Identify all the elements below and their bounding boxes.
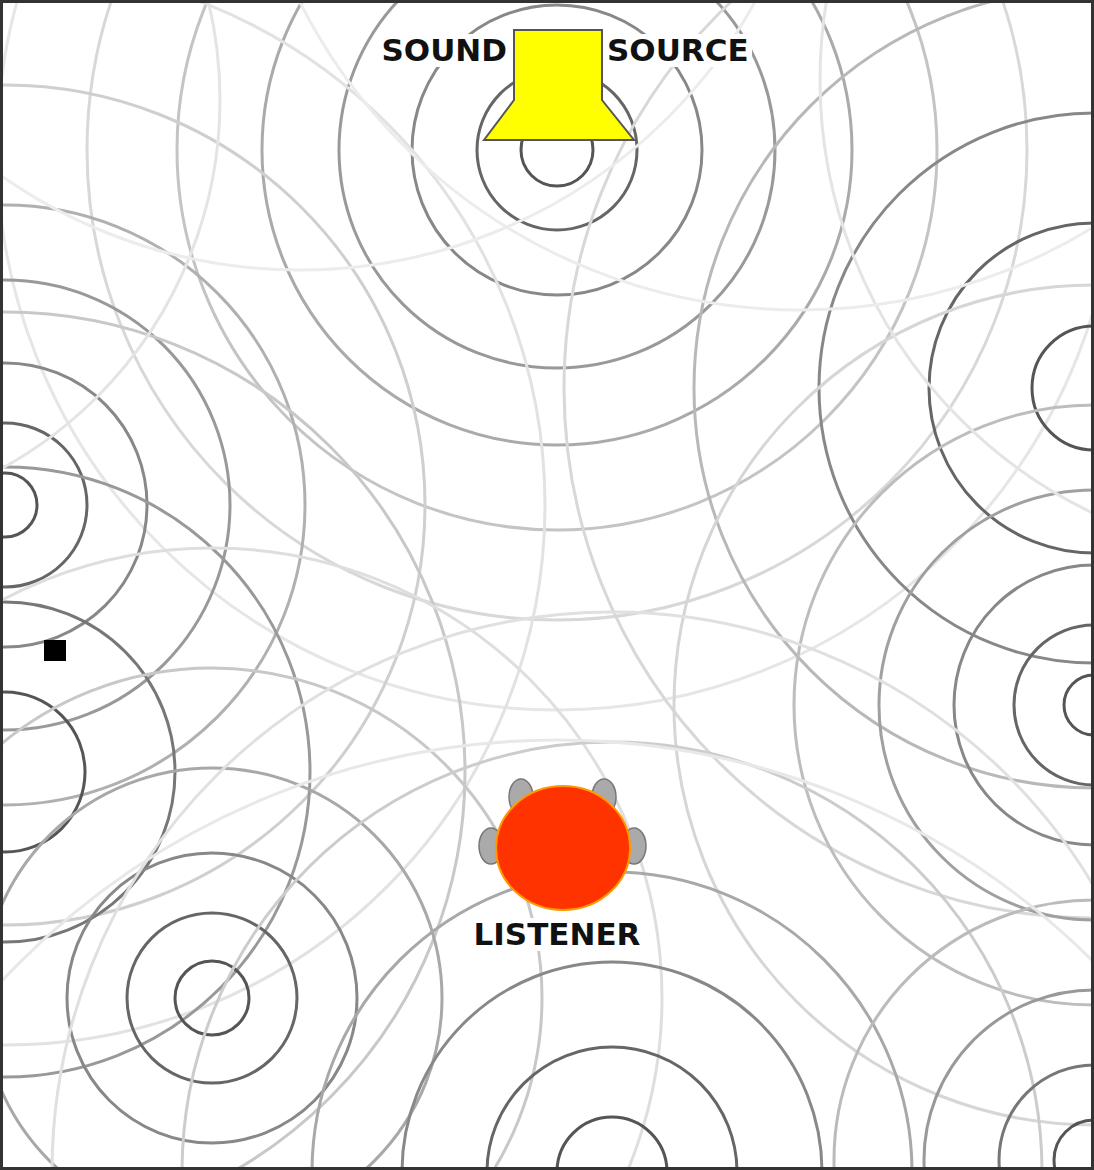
node-label: LISTENER [471,918,644,951]
node-label: SOURCE [604,34,752,67]
listener: LISTENER [430,775,680,965]
listener-head [496,786,630,910]
node-label: SOUND [378,34,510,67]
sound-source: SOUND SOURCE [350,22,790,147]
